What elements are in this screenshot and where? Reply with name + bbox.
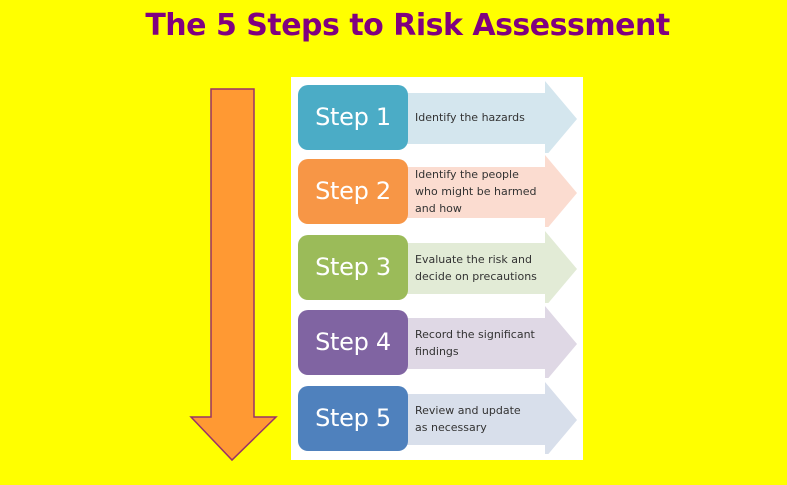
step-4-description-line: Record the significant	[415, 327, 535, 341]
step-1: Step 1 Identify the hazards	[291, 81, 583, 153]
down-arrow-icon	[189, 88, 278, 462]
step-5-description: Review and update as necessary	[415, 386, 555, 451]
step-2-description-line: and how	[415, 202, 462, 215]
step-3-label: Step 3	[298, 235, 408, 300]
step-4-label: Step 4	[298, 310, 408, 375]
steps-panel: Step 1 Identify the hazards Step 2 Ident…	[291, 77, 583, 460]
step-5-arrow-icon	[391, 382, 577, 454]
step-4-description: Record the significant findings	[415, 310, 555, 375]
step-1-description: Identify the hazards	[415, 85, 555, 150]
step-3-arrow-icon	[391, 231, 577, 303]
step-4-arrow-icon	[391, 306, 577, 378]
page-title: The 5 Steps to Risk Assessment	[145, 8, 670, 43]
step-2-description-line: who might be harmed	[415, 185, 537, 198]
step-3-description-line: Evaluate the risk and	[415, 252, 532, 266]
step-3-description: Evaluate the risk and decide on precauti…	[415, 235, 555, 300]
step-3-description-line: decide on precautions	[415, 269, 537, 283]
step-5-description-line: Review and update	[415, 403, 521, 417]
step-5-description-line: as necessary	[415, 420, 487, 434]
step-2-arrow-icon	[391, 155, 577, 227]
step-2-description: Identify the people who might be harmed …	[415, 159, 555, 224]
step-1-arrow-icon	[391, 81, 577, 153]
step-3: Step 3 Evaluate the risk and decide on p…	[291, 231, 583, 303]
step-2-description-line: Identify the people	[415, 168, 519, 181]
step-2-label: Step 2	[298, 159, 408, 224]
step-5: Step 5 Review and update as necessary	[291, 382, 583, 454]
step-1-description-line: Identify the hazards	[415, 111, 525, 124]
step-5-label: Step 5	[298, 386, 408, 451]
step-2: Step 2 Identify the people who might be …	[291, 155, 583, 227]
step-4: Step 4 Record the significant findings	[291, 306, 583, 378]
step-1-label: Step 1	[298, 85, 408, 150]
step-4-description-line: findings	[415, 344, 459, 358]
